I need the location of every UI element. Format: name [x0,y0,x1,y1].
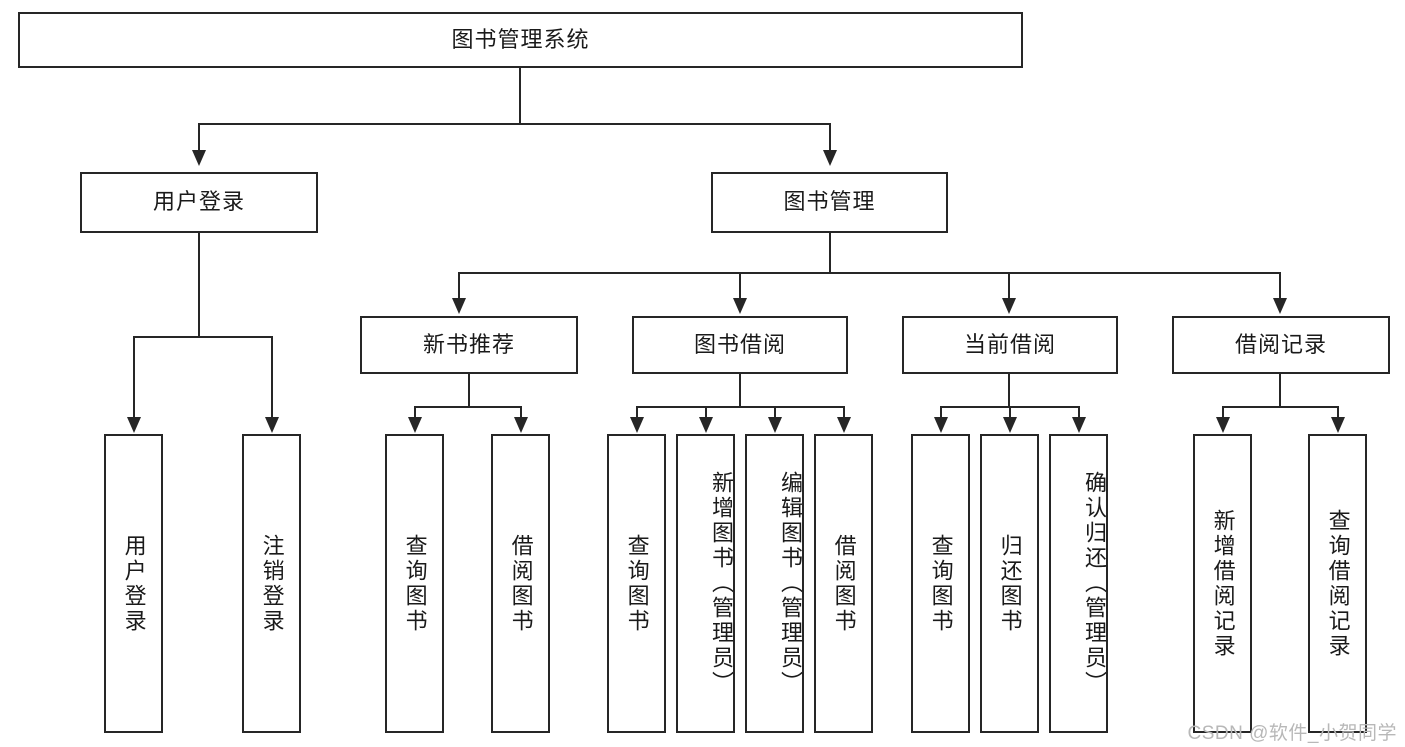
node-label: 用户登录 [121,533,147,634]
connector-book-mgmt-drop-1 [458,272,460,299]
arrowhead-current-borrow-leaf-1 [934,417,948,433]
connector-book-borrow-bar [636,406,844,408]
leaf-current-borrow-return-book[interactable]: 归还图书 [980,434,1039,733]
connector-current-borrow-drop-1 [940,406,942,418]
connector-current-borrow-drop-2 [1009,406,1011,418]
node-label: 用户登录 [152,189,245,215]
leaf-book-borrow-edit-book-admin[interactable]: 编辑图书（管理员） [745,434,804,733]
arrowhead-book-borrow-leaf-2 [699,417,713,433]
leaf-current-borrow-query-book[interactable]: 查询图书 [911,434,970,733]
connector-book-borrow-stem [739,374,741,406]
node-label: 借阅图书 [831,533,857,634]
node-label: 查询借阅记录 [1325,508,1351,659]
connector-new-book-stem [468,374,470,406]
connector-borrow-record-bar [1222,406,1338,408]
node-new-book-recommend[interactable]: 新书推荐 [360,316,578,374]
csdn-watermark: CSDN @软件_小贺同学 [1187,723,1397,744]
connector-book-mgmt-drop-2 [739,272,741,299]
arrowhead-book-borrow-leaf-4 [837,417,851,433]
connector-root-to-book-mgmt [829,123,831,151]
node-label: 借阅图书 [508,533,534,634]
arrowhead-new-book-leaf-1 [408,417,422,433]
node-root-system[interactable]: 图书管理系统 [18,12,1023,68]
leaf-book-borrow-add-book-admin[interactable]: 新增图书（管理员） [676,434,735,733]
arrowhead-book-borrow-leaf-3 [768,417,782,433]
node-book-borrow[interactable]: 图书借阅 [632,316,848,374]
leaf-book-borrow-borrow-book[interactable]: 借阅图书 [814,434,873,733]
connector-root-stem [519,68,521,123]
node-label: 归还图书 [997,533,1023,634]
connector-book-borrow-drop-1 [636,406,638,418]
node-label: 查询图书 [402,533,428,634]
leaf-new-book-query-book[interactable]: 查询图书 [385,434,444,733]
node-label: 借阅记录 [1234,331,1327,357]
connector-user-login-stem [198,233,200,336]
connector-current-borrow-stem [1008,374,1010,406]
arrowhead-book-mgmt-child-4 [1273,298,1287,314]
connector-book-mgmt-stem [829,233,831,272]
arrowhead-user-login-leaf-2 [265,417,279,433]
arrowhead-borrow-record-leaf-1 [1216,417,1230,433]
leaf-borrow-record-add-record[interactable]: 新增借阅记录 [1193,434,1252,733]
connector-book-mgmt-drop-4 [1279,272,1281,299]
arrowhead-current-borrow-leaf-2 [1003,417,1017,433]
connector-borrow-record-drop-1 [1222,406,1224,418]
leaf-current-borrow-confirm-return-admin[interactable]: 确认归还（管理员） [1049,434,1108,733]
arrowhead-root-to-book-mgmt [823,150,837,166]
connector-user-login-bar [133,336,273,338]
connector-user-login-drop-1 [133,336,135,418]
arrowhead-user-login-leaf-1 [127,417,141,433]
arrowhead-book-mgmt-child-3 [1002,298,1016,314]
node-label: 编辑图书（管理员） [778,471,803,696]
node-borrow-record[interactable]: 借阅记录 [1172,316,1390,374]
connector-borrow-record-stem [1279,374,1281,406]
arrowhead-new-book-leaf-2 [514,417,528,433]
connector-borrow-record-drop-2 [1337,406,1339,418]
node-label: 注销登录 [259,533,285,634]
node-current-borrow[interactable]: 当前借阅 [902,316,1118,374]
node-label: 查询图书 [928,533,954,634]
node-label: 新书推荐 [422,331,515,357]
leaf-new-book-borrow-book[interactable]: 借阅图书 [491,434,550,733]
arrowhead-root-to-user-login [192,150,206,166]
arrowhead-book-borrow-leaf-1 [630,417,644,433]
connector-book-mgmt-bar [458,272,1281,274]
arrowhead-book-mgmt-child-1 [452,298,466,314]
node-label: 查询图书 [624,533,650,634]
leaf-user-login-logout[interactable]: 注销登录 [242,434,301,733]
connector-book-borrow-drop-2 [705,406,707,418]
node-book-management[interactable]: 图书管理 [711,172,948,233]
arrowhead-book-mgmt-child-2 [733,298,747,314]
node-user-login[interactable]: 用户登录 [80,172,318,233]
connector-book-borrow-drop-4 [843,406,845,418]
arrowhead-borrow-record-leaf-2 [1331,417,1345,433]
node-label: 当前借阅 [963,331,1056,357]
node-label: 图书借阅 [693,331,786,357]
connector-new-book-drop-1 [414,406,416,418]
node-label: 图书管理系统 [451,26,590,52]
connector-root-to-user-login [198,123,200,151]
node-label: 图书管理 [783,189,876,215]
connector-new-book-drop-2 [520,406,522,418]
node-label: 新增图书（管理员） [709,471,734,696]
node-label: 新增借阅记录 [1210,508,1236,659]
connector-book-borrow-drop-3 [774,406,776,418]
connector-current-borrow-drop-3 [1078,406,1080,418]
node-label: 确认归还（管理员） [1082,471,1107,696]
leaf-user-login-login[interactable]: 用户登录 [104,434,163,733]
connector-root-bar [198,123,831,125]
leaf-borrow-record-query-record[interactable]: 查询借阅记录 [1308,434,1367,733]
connector-new-book-bar [414,406,522,408]
leaf-book-borrow-query-book[interactable]: 查询图书 [607,434,666,733]
connector-book-mgmt-drop-3 [1008,272,1010,299]
connector-user-login-drop-2 [271,336,273,418]
arrowhead-current-borrow-leaf-3 [1072,417,1086,433]
